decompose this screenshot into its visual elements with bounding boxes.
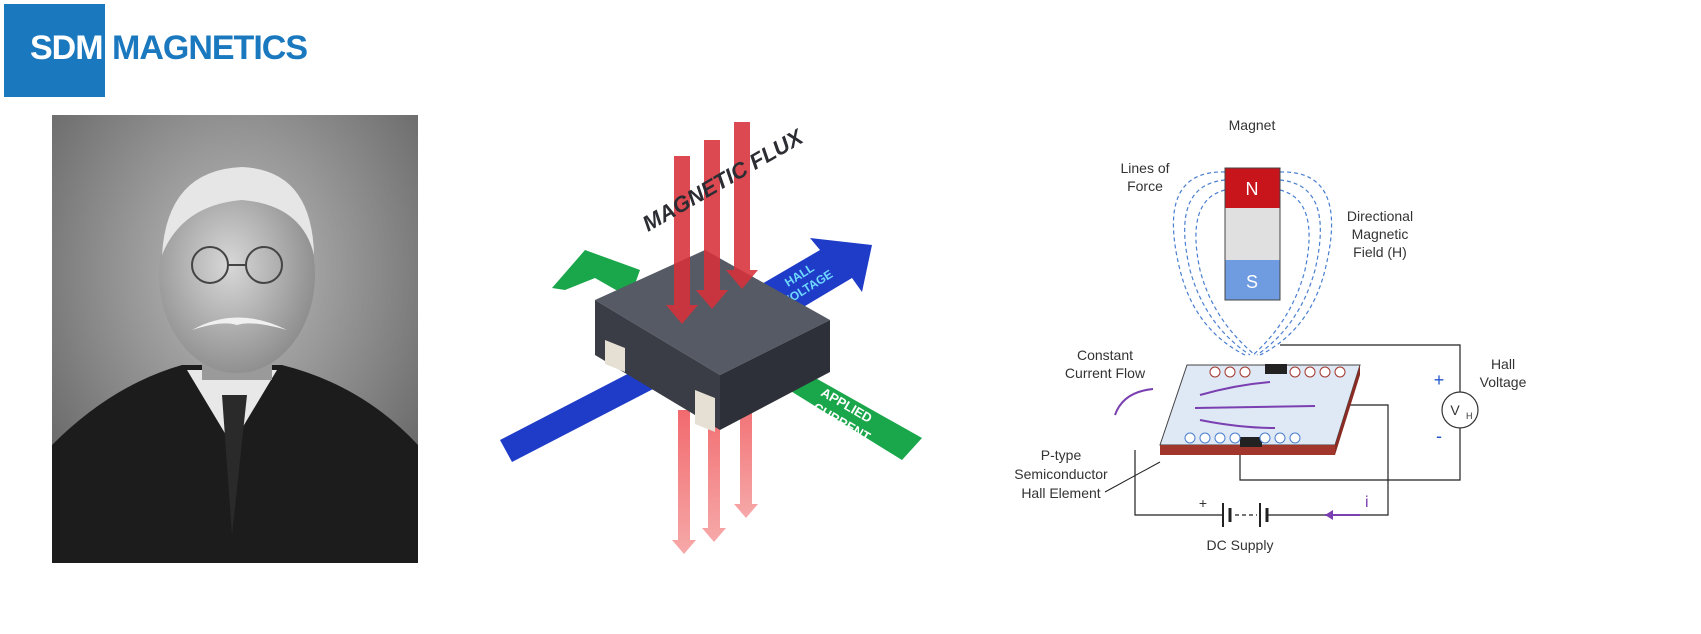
hall-minus-sign: -	[1436, 426, 1442, 446]
current-i-label: i	[1365, 494, 1369, 511]
voltmeter-icon	[1441, 391, 1479, 429]
chip-leg-left	[605, 340, 625, 372]
ptype-label-3: Hall Element	[1021, 485, 1100, 501]
constant-current-label-1: Constant	[1077, 347, 1133, 363]
hall-voltage-label-1: Hall	[1491, 356, 1515, 372]
current-flow-arrows	[1114, 381, 1316, 429]
bar-magnet	[1224, 167, 1281, 301]
hall-arrow-left	[552, 250, 640, 298]
voltmeter-h: H	[1466, 411, 1473, 421]
flux-arrows-upper	[666, 122, 758, 324]
lines-of-force-label-2: Force	[1127, 178, 1163, 194]
hall-arrow-right	[760, 238, 872, 315]
logo-sdm-text: SDM	[30, 29, 104, 67]
negative-charges	[1184, 432, 1301, 444]
sdm-magnetics-logo[interactable]: SDM MAGNETICS	[0, 0, 340, 110]
battery-plus-sign: +	[1199, 495, 1207, 511]
magnetic-flux-label: MAGNETIC FLUX	[638, 124, 808, 237]
chip-leg-right	[695, 390, 715, 432]
hall-element-slab	[1159, 364, 1361, 455]
dc-battery	[1222, 503, 1269, 527]
dc-supply-label: DC Supply	[1207, 537, 1274, 553]
hall-sensor-chip	[595, 250, 830, 430]
directional-field-label-1: Directional	[1347, 208, 1413, 224]
magnet-label: Magnet	[1229, 117, 1276, 133]
logo-blue-square	[4, 4, 105, 97]
flux-arrows-lower	[672, 390, 758, 554]
voltmeter-v: V	[1450, 402, 1460, 418]
south-pole-label: S	[1246, 272, 1258, 292]
hall-plus-sign: +	[1434, 370, 1445, 390]
hall-sensor-illustration: APPLIED CURRENT HALL VOLTAGE MAGNETIC FL…	[500, 122, 922, 554]
logo-magnetics-text: MAGNETICS	[112, 29, 308, 67]
north-pole-label: N	[1246, 179, 1259, 199]
lines-of-force-label-1: Lines of	[1120, 160, 1169, 176]
current-arrowhead-icon	[1325, 510, 1333, 520]
hall-effect-diagram: N S Magnet Lines of Force Directional Ma…	[1014, 117, 1527, 553]
hall-voltage-label-2: Voltage	[1480, 374, 1527, 390]
directional-field-label-2: Magnetic	[1352, 226, 1409, 242]
directional-field-label-3: Field (H)	[1353, 244, 1407, 260]
portrait-photo	[52, 115, 418, 563]
magnetic-field-lines	[1172, 171, 1333, 356]
ptype-label-1: P-type	[1041, 447, 1082, 463]
ptype-label-2: Semiconductor	[1014, 466, 1108, 482]
ptype-pointer	[1104, 461, 1161, 493]
constant-current-label-2: Current Flow	[1065, 365, 1146, 381]
positive-charges	[1209, 366, 1346, 378]
